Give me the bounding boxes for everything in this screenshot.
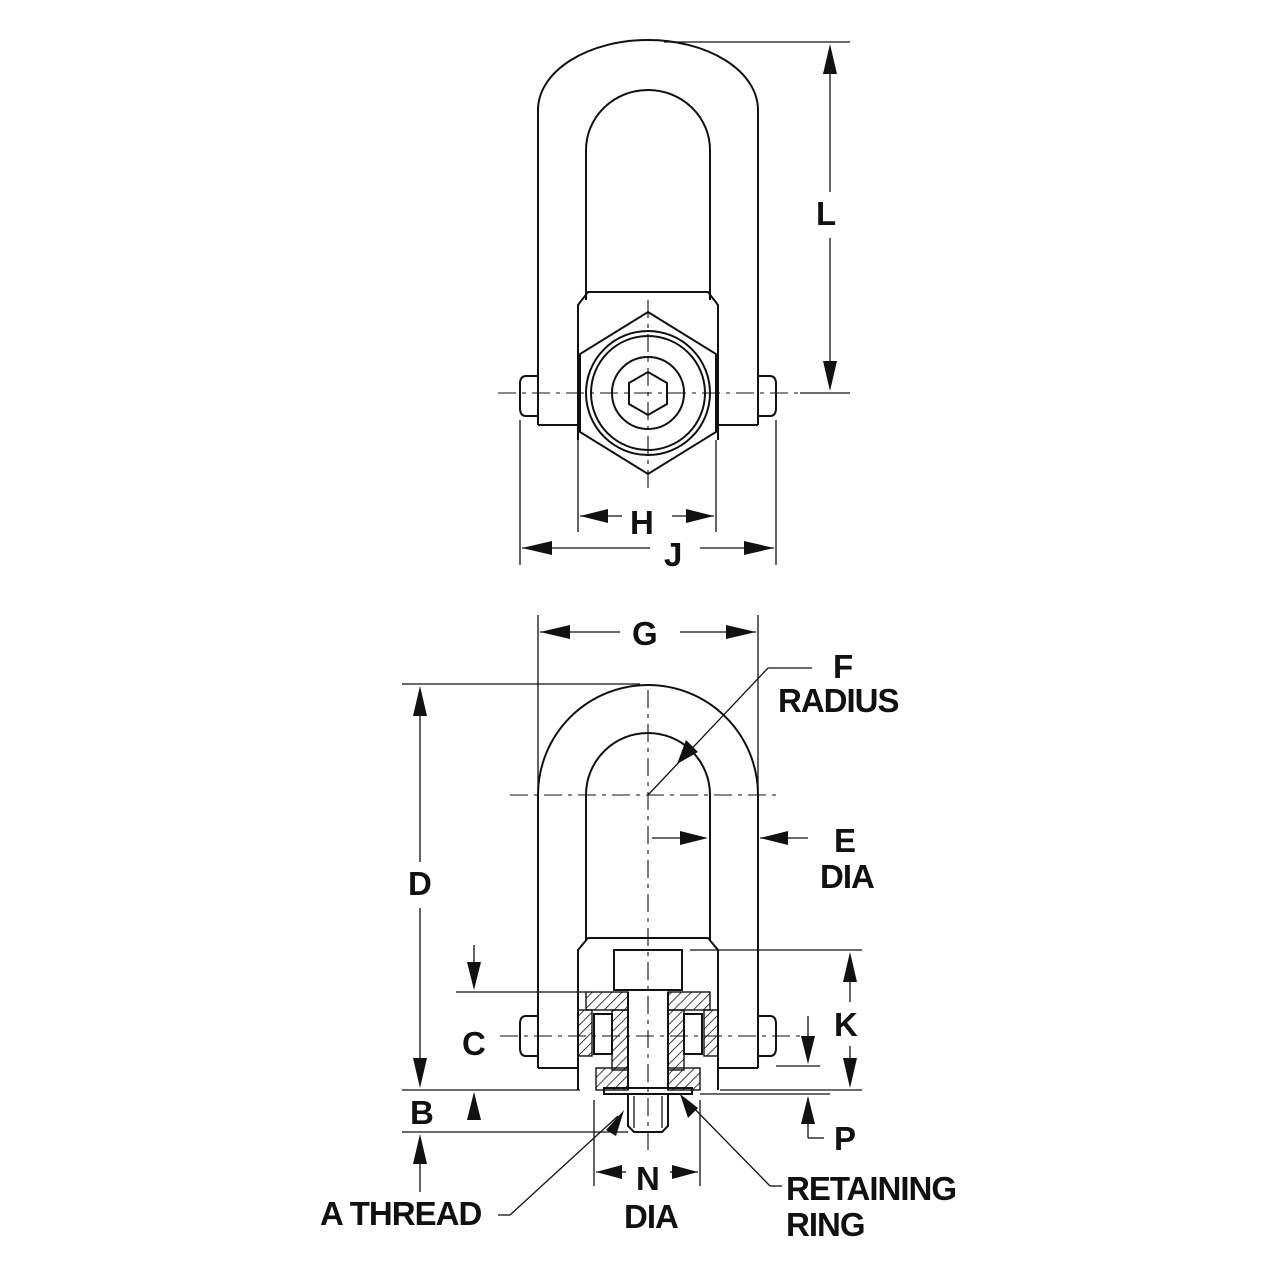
dimension-label-n-dia: DIA <box>624 1198 678 1235</box>
dimension-label-j: J <box>664 536 681 573</box>
dimension-label-radius: RADIUS <box>778 682 899 719</box>
side-bail-outline <box>537 684 759 1068</box>
top-bail-outline <box>537 39 759 395</box>
dimension-label-f: F <box>833 648 852 685</box>
top-bushing-body <box>577 291 719 440</box>
side-pin-left <box>519 1015 538 1057</box>
top-view: L H J <box>498 39 850 573</box>
label-ring: RING <box>786 1206 865 1243</box>
dimension-label-e-dia: DIA <box>820 858 874 895</box>
label-retaining: RETAINING <box>786 1170 956 1207</box>
top-pin-right <box>758 375 777 417</box>
dimension-label-e: E <box>834 822 855 859</box>
dimension-label-k: K <box>834 1006 858 1043</box>
top-bail-inner-outline <box>585 89 711 300</box>
top-pin-left <box>519 375 538 417</box>
label-a-thread: A THREAD <box>320 1195 481 1232</box>
dimension-label-c: C <box>462 1025 485 1062</box>
dimension-label-l: L <box>816 195 836 232</box>
side-view: G F RADIUS E DIA D C K <box>320 615 957 1243</box>
dimension-label-b: B <box>410 1094 433 1131</box>
dimension-label-d: D <box>408 865 431 902</box>
dimension-label-p: P <box>834 1120 855 1157</box>
dimension-label-n: N <box>636 1160 659 1197</box>
dimension-label-g: G <box>632 615 657 652</box>
dimension-label-h: H <box>630 504 653 541</box>
